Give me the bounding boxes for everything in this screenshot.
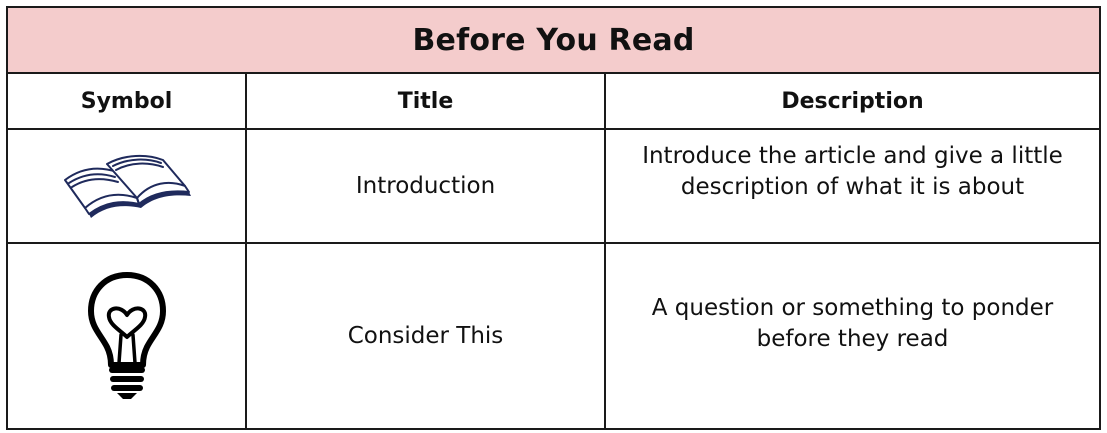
before-you-read-table: Before You Read Symbol Title Description	[6, 6, 1101, 430]
symbol-cell	[6, 242, 247, 430]
open-book-icon	[63, 154, 191, 218]
table-row: Introduction Introduce the article and g…	[6, 128, 1101, 244]
row-description-cell: A question or something to ponder before…	[604, 242, 1101, 430]
table-header-row: Symbol Title Description	[6, 72, 1101, 130]
lightbulb-heart-icon	[87, 272, 166, 399]
table-title: Before You Read	[6, 6, 1101, 74]
symbol-cell	[6, 128, 247, 244]
row-title: Consider This	[347, 322, 504, 349]
header-description: Description	[604, 72, 1101, 130]
header-symbol: Symbol	[6, 72, 247, 130]
row-description: A question or something to ponder before…	[651, 295, 1054, 352]
row-title-cell: Consider This	[245, 242, 606, 430]
table-title-row: Before You Read	[6, 6, 1101, 74]
row-description-cell: Introduce the article and give a little …	[604, 128, 1101, 244]
row-title: Introduction	[355, 172, 496, 199]
row-title-cell: Introduction	[245, 128, 606, 244]
symbol-table: Before You Read Symbol Title Description	[6, 6, 1101, 430]
row-description: Introduce the article and give a little …	[642, 143, 1063, 200]
header-title: Title	[245, 72, 606, 130]
table-row: Consider This A question or something to…	[6, 242, 1101, 430]
